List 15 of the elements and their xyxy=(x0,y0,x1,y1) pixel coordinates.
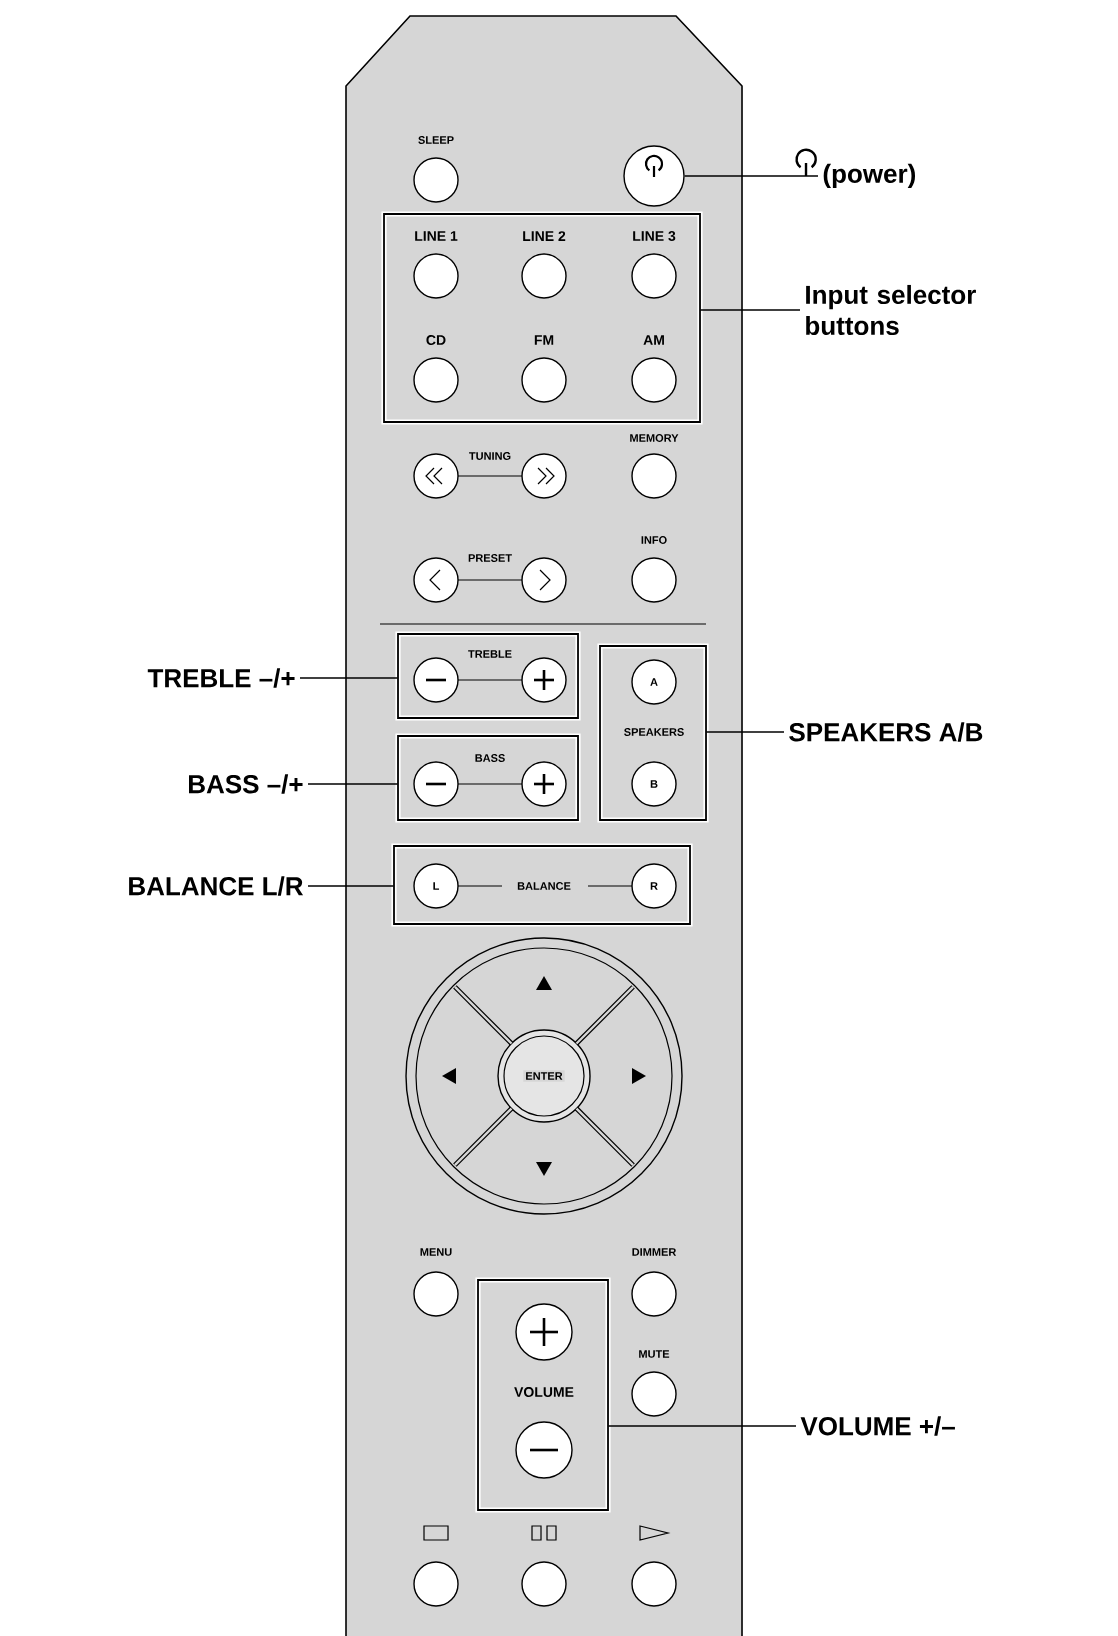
leader-line xyxy=(607,1425,797,1427)
power-button xyxy=(623,145,685,207)
callout-label: VOLUME +/– xyxy=(800,1416,955,1436)
callout-label: (power) xyxy=(823,163,915,189)
callout-label: BALANCE L/R xyxy=(129,876,304,896)
leader-line xyxy=(705,731,785,733)
leader-line xyxy=(699,309,801,311)
callout-label: BASS –/+ xyxy=(189,774,303,794)
callout-label: TREBLE –/+ xyxy=(147,668,295,688)
leader-line xyxy=(307,783,399,785)
callout-label: SPEAKERS A/B xyxy=(789,722,983,742)
leader-line xyxy=(299,677,399,679)
callout-label: Input selector buttons xyxy=(806,284,976,336)
leader-line xyxy=(307,885,395,887)
leader-line xyxy=(684,175,819,177)
